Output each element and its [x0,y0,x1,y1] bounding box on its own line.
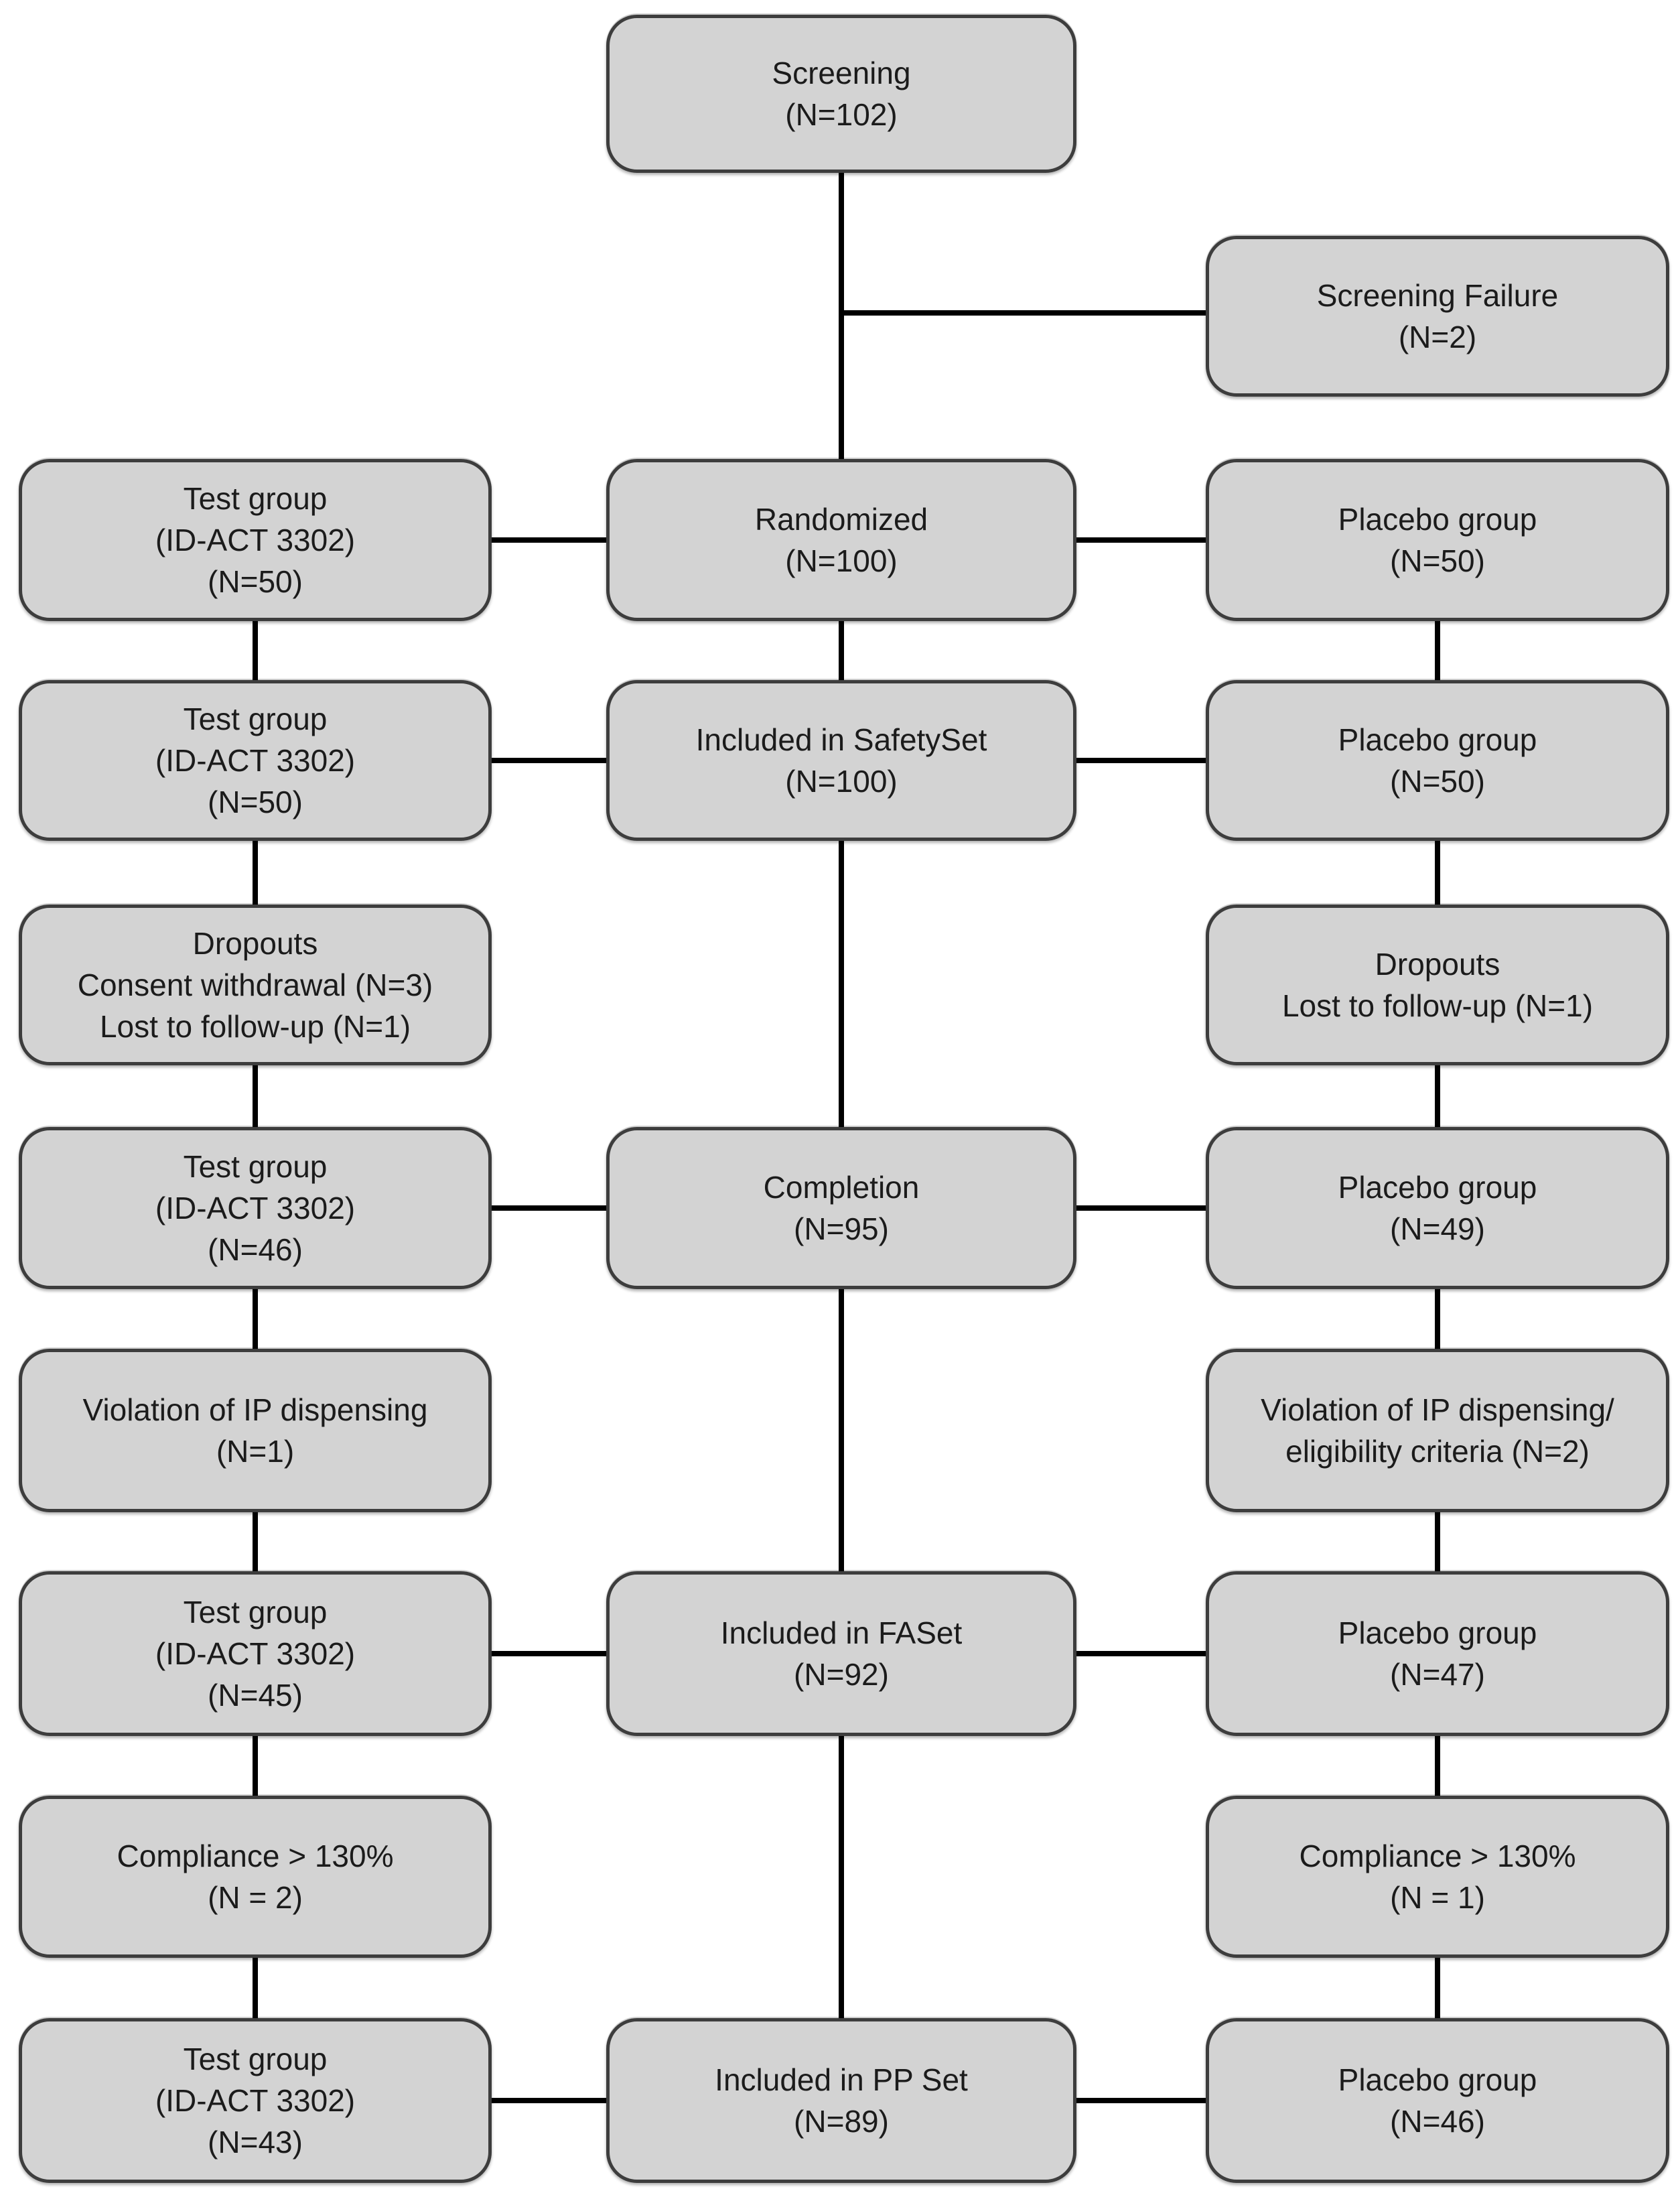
node-text-line: Placebo group [1338,502,1537,537]
node-test-safety: Test group (ID-ACT 3302) (N=50) [19,680,492,841]
node-completion: Completion (N=95) [606,1127,1076,1289]
node-text-line: (N=102) [785,97,898,132]
node-screening-failure: Screening Failure (N=2) [1206,236,1669,397]
node-text-line: (N=43) [208,2125,303,2159]
node-text-line: Test group [183,2042,328,2076]
node-test-pps: Test group (ID-ACT 3302) (N=43) [19,2018,492,2183]
node-text-line: Screening Failure [1316,278,1559,313]
node-text-line: (N=95) [794,1211,889,1246]
node-violation-test: Violation of IP dispensing (N=1) [19,1349,492,1512]
node-text-line: (N=92) [794,1657,889,1692]
node-text-line: Lost to follow-up (N=1) [99,1009,411,1044]
connector-line [841,310,1212,316]
node-randomized: Randomized (N=100) [606,459,1076,621]
node-text-line: Included in SafetySet [695,722,987,757]
node-text-line: Violation of IP dispensing [82,1392,428,1427]
connector-line [253,616,258,2020]
node-text-line: Included in FASet [720,1615,963,1650]
node-text-line: (N=50) [208,564,303,599]
node-text-line: (ID-ACT 3302) [155,1636,356,1671]
node-text-line: Randomized [754,502,928,537]
node-placebo-fas: Placebo group (N=47) [1206,1571,1669,1736]
node-text-line: Included in PP Set [715,2062,968,2097]
node-text-line: (N=2) [1398,320,1477,354]
node-text-line: Placebo group [1338,1615,1537,1650]
node-text-line: Dropouts [1375,947,1500,982]
node-placebo-completion: Placebo group (N=49) [1206,1127,1669,1289]
node-text-line: Screening [772,56,911,90]
node-text-line: (N=49) [1390,1211,1485,1246]
node-text-line: (N=89) [794,2104,889,2139]
node-placebo-pps: Placebo group (N=46) [1206,2018,1669,2183]
node-text-line: Violation of IP dispensing/ [1261,1392,1614,1427]
node-text-line: Dropouts [192,926,318,961]
node-text-line: (ID-ACT 3302) [155,1191,356,1225]
node-text-line: (N=50) [1390,543,1485,578]
node-placebo-randomized: Placebo group (N=50) [1206,459,1669,621]
node-text-line: eligibility criteria (N=2) [1285,1434,1590,1469]
node-text-line: (N=50) [208,785,303,819]
connector-line [1435,616,1440,2020]
node-text-line: Compliance > 130% [1299,1839,1576,1873]
node-text-line: (N=100) [785,764,898,799]
node-text-line: Completion [763,1170,920,1205]
node-text-line: Placebo group [1338,1170,1537,1205]
node-text-line: Test group [183,1149,328,1184]
node-text-line: Test group [183,1595,328,1630]
node-text-line: (N=47) [1390,1657,1485,1692]
node-text-line: Test group [183,702,328,736]
node-test-randomized: Test group (ID-ACT 3302) (N=50) [19,459,492,621]
node-text-line: Placebo group [1338,722,1537,757]
node-text-line: (ID-ACT 3302) [155,523,356,557]
node-text-line: (N=100) [785,543,898,578]
node-compliance-test: Compliance > 130% (N = 2) [19,1796,492,1958]
node-text-line: (N = 1) [1390,1880,1485,1915]
node-text-line: (N=46) [208,1232,303,1267]
node-text-line: Test group [183,481,328,516]
node-text-line: Compliance > 130% [117,1839,394,1873]
node-text-line: (N=1) [216,1434,295,1469]
node-text-line: (N=50) [1390,764,1485,799]
node-compliance-placebo: Compliance > 130% (N = 1) [1206,1796,1669,1958]
node-text-line: Lost to follow-up (N=1) [1281,988,1594,1023]
node-safety-set: Included in SafetySet (N=100) [606,680,1076,841]
connector-line [839,171,844,2020]
node-text-line: Consent withdrawal (N=3) [77,968,433,1002]
node-pp-set: Included in PP Set (N=89) [606,2018,1076,2183]
node-fa-set: Included in FASet (N=92) [606,1571,1076,1736]
node-placebo-safety: Placebo group (N=50) [1206,680,1669,841]
node-text-line: (N=45) [208,1678,303,1713]
node-test-fas: Test group (ID-ACT 3302) (N=45) [19,1571,492,1736]
node-text-line: (N=46) [1390,2104,1485,2139]
node-test-completion: Test group (ID-ACT 3302) (N=46) [19,1127,492,1289]
node-screening: Screening (N=102) [606,15,1076,173]
node-text-line: Placebo group [1338,2062,1537,2097]
node-text-line: (ID-ACT 3302) [155,2083,356,2118]
node-violation-placebo: Violation of IP dispensing/eligibility c… [1206,1349,1669,1512]
node-text-line: (ID-ACT 3302) [155,743,356,778]
node-text-line: (N = 2) [208,1880,303,1915]
